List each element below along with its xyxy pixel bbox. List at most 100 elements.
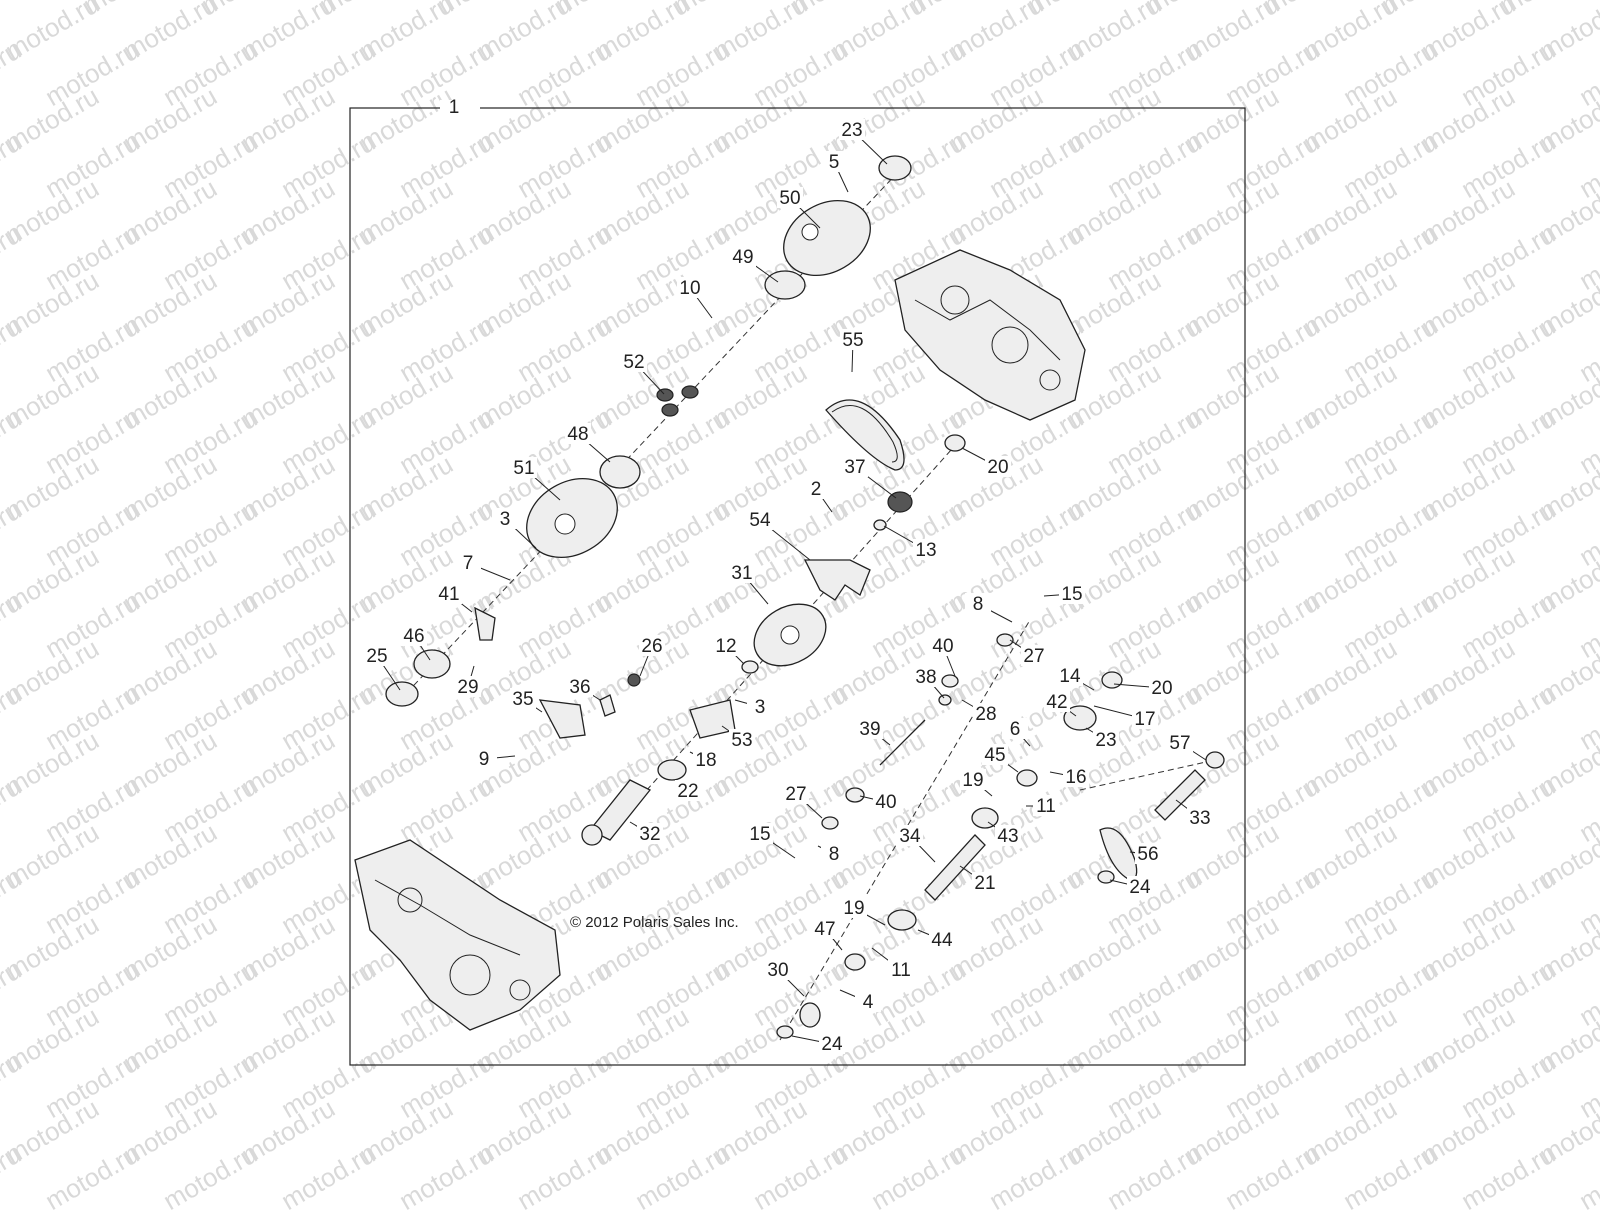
callout-label-bg <box>747 696 773 717</box>
callout-label-53: 53 <box>731 730 752 751</box>
callout-label-bg <box>436 583 462 604</box>
gear-30 <box>799 1002 821 1028</box>
callout-label-54: 54 <box>749 510 771 531</box>
callout-label-22: 22 <box>677 781 698 802</box>
shaft-32 <box>588 779 652 841</box>
callout-label-16: 16 <box>1065 767 1086 788</box>
callout-label-bg <box>821 843 847 864</box>
callout-label-11: 11 <box>891 960 911 981</box>
callout-label-23: 23 <box>1095 730 1116 751</box>
callout-label-19: 19 <box>962 770 983 791</box>
callout-label-bg <box>675 780 701 801</box>
callout-label-bg <box>565 423 591 444</box>
callout-label-bg <box>1149 677 1175 698</box>
callout-label-45: 45 <box>984 745 1005 766</box>
callout-label-5: 5 <box>829 152 840 173</box>
bearing-46 <box>413 649 451 679</box>
callout-label-bg <box>765 959 791 980</box>
callout-label-32: 32 <box>639 824 660 845</box>
callout-label-27: 27 <box>1023 646 1044 667</box>
callout-label-25: 25 <box>366 646 387 667</box>
callout-label-40: 40 <box>875 792 896 813</box>
callout-label-50: 50 <box>779 188 800 209</box>
callout-label-33: 33 <box>1189 808 1210 829</box>
callout-label-bg <box>729 729 755 750</box>
callout-label-bg <box>855 991 881 1012</box>
callout-label-bg <box>1167 732 1193 753</box>
hub-48 <box>599 455 641 489</box>
callout-label-bg <box>401 625 427 646</box>
callout-label-bg <box>839 119 865 140</box>
seal-24-bottom <box>776 1025 794 1039</box>
callout-label-42: 42 <box>1046 692 1067 713</box>
callout-label-bg <box>995 825 1021 846</box>
callout-label-40: 40 <box>932 636 953 657</box>
callout-label-bg <box>1127 876 1153 897</box>
rod-39 <box>879 719 926 766</box>
callout-label-bg <box>819 1033 845 1054</box>
seal-25 <box>385 681 419 707</box>
shaft-33 <box>1154 769 1206 821</box>
callout-label-bg <box>857 718 883 739</box>
shift-40-lower <box>845 787 865 803</box>
callout-label-bg <box>783 783 809 804</box>
callout-label-6: 6 <box>1010 719 1021 740</box>
callout-label-8: 8 <box>973 594 984 615</box>
bearing-57 <box>1205 751 1225 769</box>
callout-label-15: 15 <box>1061 584 1082 605</box>
callout-label-bg <box>873 791 899 812</box>
callout-label-bg <box>1002 718 1028 739</box>
callout-label-3: 3 <box>755 697 766 718</box>
callout-label-57: 57 <box>1169 733 1190 754</box>
callout-label-24: 24 <box>821 1034 843 1055</box>
callout-label-bg <box>812 918 838 939</box>
gear-42 <box>1063 705 1097 731</box>
bearing-22 <box>657 759 687 781</box>
gear-49 <box>764 270 806 300</box>
callout-label-bg <box>985 456 1011 477</box>
callout-label-20: 20 <box>1151 678 1172 699</box>
callout-label-35: 35 <box>512 689 533 710</box>
callout-label-24: 24 <box>1129 877 1151 898</box>
right-case-housing <box>894 249 1086 421</box>
lever-35 <box>538 699 586 739</box>
callout-label-bg <box>713 635 739 656</box>
callout-label-7: 7 <box>463 553 474 574</box>
callout-label-36: 36 <box>569 677 590 698</box>
callout-label-52: 52 <box>623 352 644 373</box>
gear-44 <box>887 909 917 931</box>
callout-label-bg <box>972 872 998 893</box>
part-38 <box>938 694 952 706</box>
frame-label: 1 <box>449 97 460 118</box>
spring-27 <box>996 633 1014 647</box>
callout-label-47: 47 <box>814 919 835 940</box>
gear-47 <box>844 953 866 971</box>
gear-43 <box>971 807 999 829</box>
plate-50 <box>783 199 871 277</box>
callout-label-43: 43 <box>997 826 1018 847</box>
right-shaft-axis <box>1079 759 1216 791</box>
callout-label-bg <box>965 593 991 614</box>
callout-label-44: 44 <box>931 930 953 951</box>
callout-label-bg <box>1135 843 1161 864</box>
spring-26 <box>627 673 641 687</box>
callout-label-48: 48 <box>567 424 588 445</box>
callout-label-56: 56 <box>1137 844 1158 865</box>
callout-label-bg <box>913 666 939 687</box>
callout-label-bg <box>888 959 914 980</box>
seal-23-top <box>878 155 912 181</box>
callout-label-bg <box>492 508 518 529</box>
fork-41 <box>474 606 496 641</box>
callout-label-bg <box>1063 766 1089 787</box>
callout-label-37: 37 <box>844 457 865 478</box>
callout-label-bg <box>511 457 537 478</box>
callout-label-bg <box>913 539 939 560</box>
callout-label-bg <box>364 645 390 666</box>
callout-label-bg <box>960 769 986 790</box>
callout-label-41: 41 <box>438 584 459 605</box>
shift-40 <box>941 674 959 688</box>
callout-label-bg <box>1059 583 1085 604</box>
callout-label-31: 31 <box>731 563 752 584</box>
callout-label-4: 4 <box>863 992 874 1013</box>
